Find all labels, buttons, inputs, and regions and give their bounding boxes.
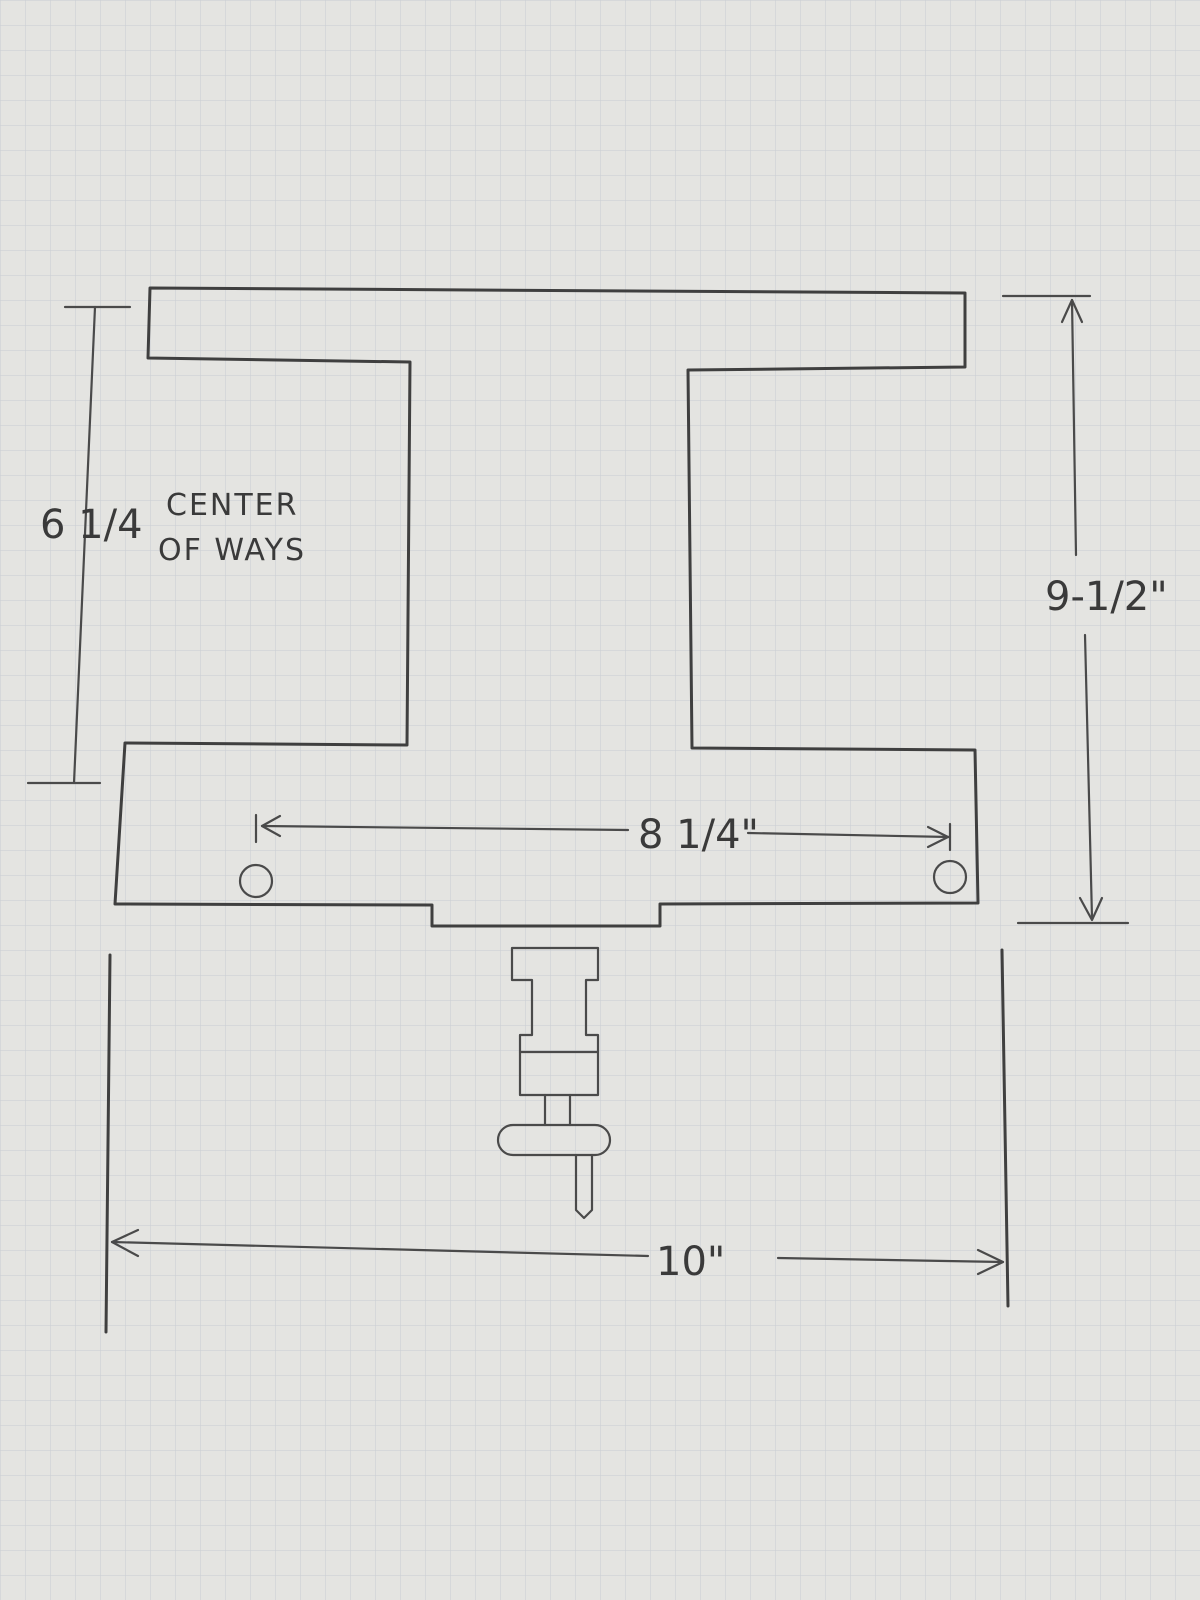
part-outline bbox=[113, 286, 980, 928]
mounting-hole-left bbox=[238, 863, 274, 899]
dimension-ways-center-label: 6 1/4 bbox=[40, 502, 143, 548]
dimension-overall-height-label: 9-1/2" bbox=[1045, 574, 1168, 620]
spindle-assembly bbox=[496, 946, 612, 1220]
dimension-ways-center bbox=[26, 305, 132, 785]
dimension-overall-width-label: 10" bbox=[656, 1239, 725, 1285]
dimension-hole-spacing bbox=[254, 813, 952, 852]
dimension-overall-width bbox=[104, 948, 1010, 1334]
dimension-overall-height bbox=[1001, 294, 1130, 925]
center-label-line2: OF WAYS bbox=[158, 533, 306, 568]
dimension-hole-spacing-label: 8 1/4" bbox=[638, 812, 759, 858]
mounting-hole-right bbox=[932, 859, 968, 895]
center-label-line1: CENTER bbox=[166, 488, 298, 523]
